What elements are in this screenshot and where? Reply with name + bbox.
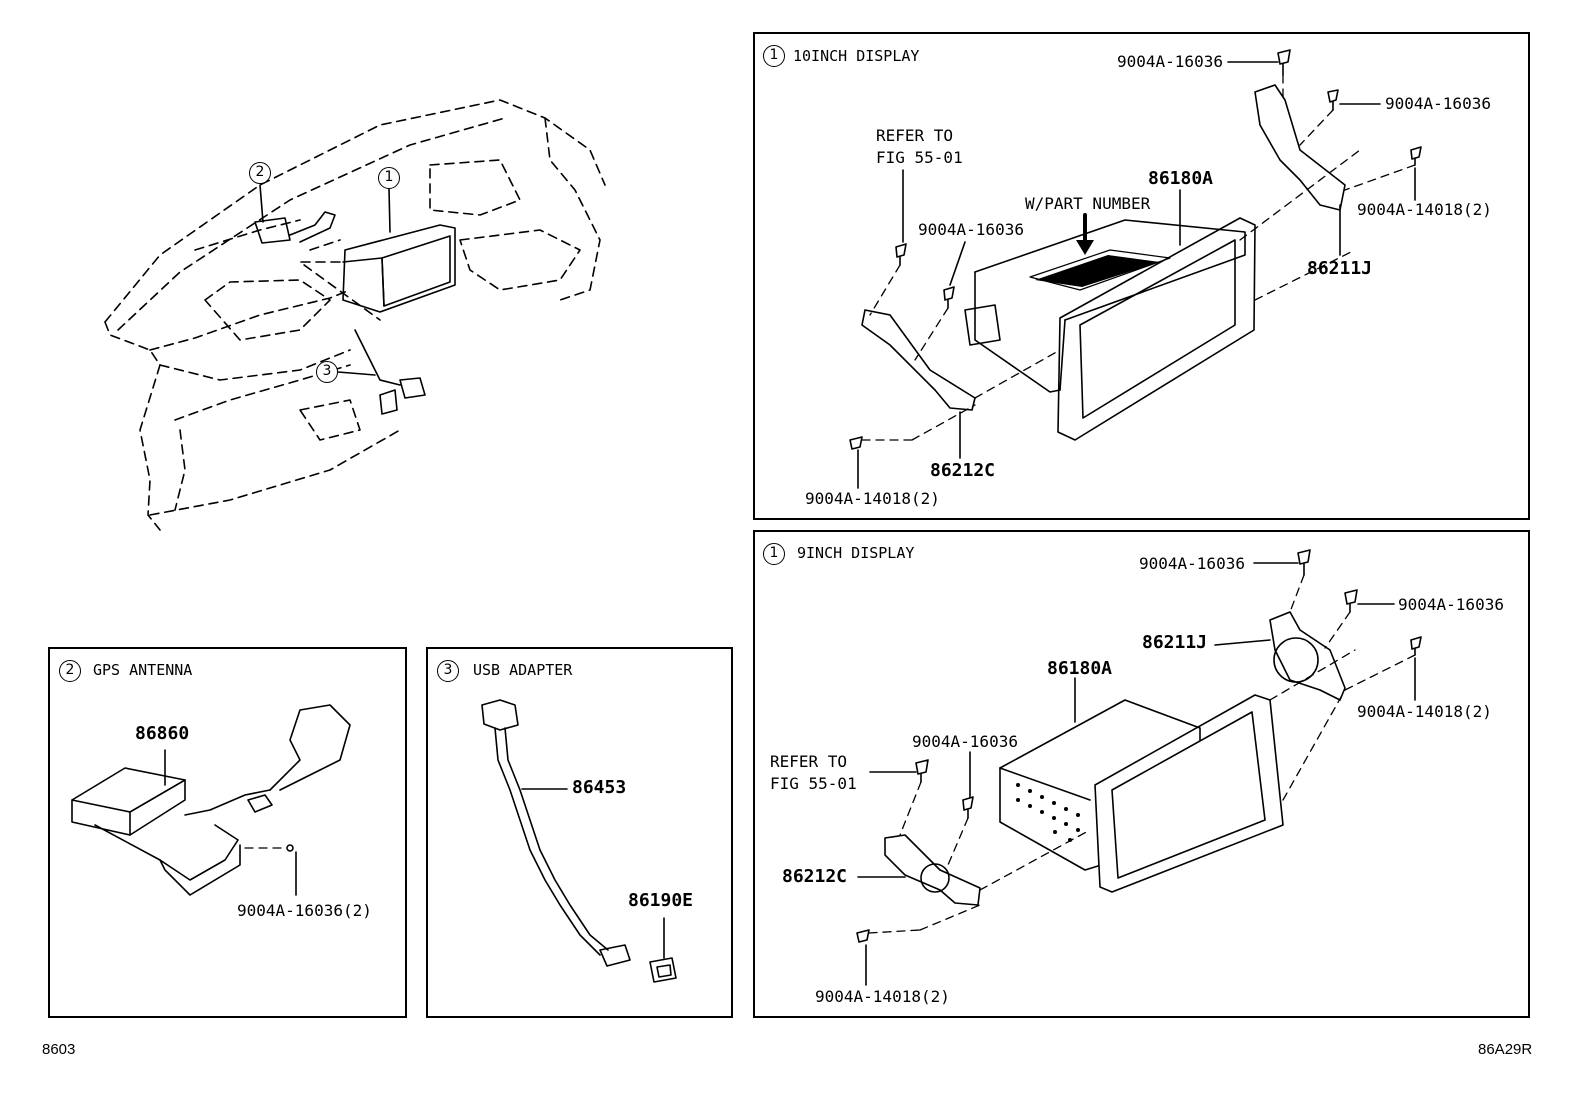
dashboard-overview-drawing (104, 99, 606, 531)
panel-9inch-title: 9INCH DISPLAY (797, 544, 915, 562)
panel-10-refer-line1: REFER TO (876, 126, 954, 145)
display-10inch-drawing (849, 49, 1422, 450)
gps-antenna-drawing (71, 704, 351, 896)
dash-display-unit-drawing (254, 211, 456, 415)
panel-9-refer-line1: REFER TO (770, 752, 848, 771)
panel-10inch-callout: 1 (763, 45, 785, 67)
part-9-screw-left: 9004A-16036 (912, 732, 1018, 751)
part-9-clip-left: 9004A-14018(2) (815, 987, 950, 1006)
part-gps-screw: 9004A-16036(2) (237, 901, 372, 920)
panel-9-refer-line2: FIG 55-01 (770, 774, 857, 793)
footer-right-code: 86A29R (1478, 1041, 1533, 1058)
part-usb-adapter: 86190E (628, 890, 694, 911)
part-10-screw-right: 9004A-16036 (1385, 94, 1491, 113)
panel-usb-callout: 3 (437, 660, 459, 682)
callout-usb-adapter: 3 (316, 361, 338, 383)
display-10inch-dashed-guides (861, 74, 1416, 441)
panel-10-wpart-number: W/PART NUMBER (1025, 194, 1151, 213)
part-9-bracket-left: 86212C (782, 866, 848, 887)
panel-gps-title: GPS ANTENNA (93, 661, 193, 679)
part-gps-antenna: 86860 (135, 723, 190, 744)
footer-left-code: 8603 (42, 1041, 76, 1058)
panel-9inch-display (753, 530, 1530, 1018)
panel-usb-title: USB ADAPTER (473, 661, 573, 679)
part-10-bracket-left: 86212C (930, 460, 996, 481)
display-9inch-drawing (856, 549, 1422, 943)
part-9-bracket-right: 86211J (1142, 632, 1208, 653)
panel-10inch-title: 10INCH DISPLAY (793, 47, 920, 65)
part-9-screw-right: 9004A-16036 (1398, 595, 1504, 614)
panel-9inch-callout: 1 (763, 543, 785, 565)
panel-10inch-display (753, 32, 1530, 520)
part-9-clip-right: 9004A-14018(2) (1357, 702, 1492, 721)
part-10-display-unit: 86180A (1148, 168, 1214, 189)
panel-gps-callout: 2 (59, 660, 81, 682)
part-10-clip-right: 9004A-14018(2) (1357, 200, 1492, 219)
panel-gps-antenna (48, 647, 407, 1018)
part-9-screw-top: 9004A-16036 (1139, 554, 1245, 573)
part-10-clip-left: 9004A-14018(2) (805, 489, 940, 508)
callout-display: 1 (378, 167, 400, 189)
part-10-screw-top: 9004A-16036 (1117, 52, 1223, 71)
panel-usb-adapter (426, 647, 733, 1018)
usb-adapter-drawing (481, 699, 677, 983)
callout-gps-antenna: 2 (249, 162, 271, 184)
panel-10-refer-line2: FIG 55-01 (876, 148, 963, 167)
part-10-screw-left: 9004A-16036 (918, 220, 1024, 239)
part-9-display-unit: 86180A (1047, 658, 1113, 679)
display-9inch-dashed-guides (868, 574, 1416, 934)
part-10-bracket-right: 86211J (1307, 258, 1373, 279)
part-usb-cable: 86453 (572, 777, 627, 798)
